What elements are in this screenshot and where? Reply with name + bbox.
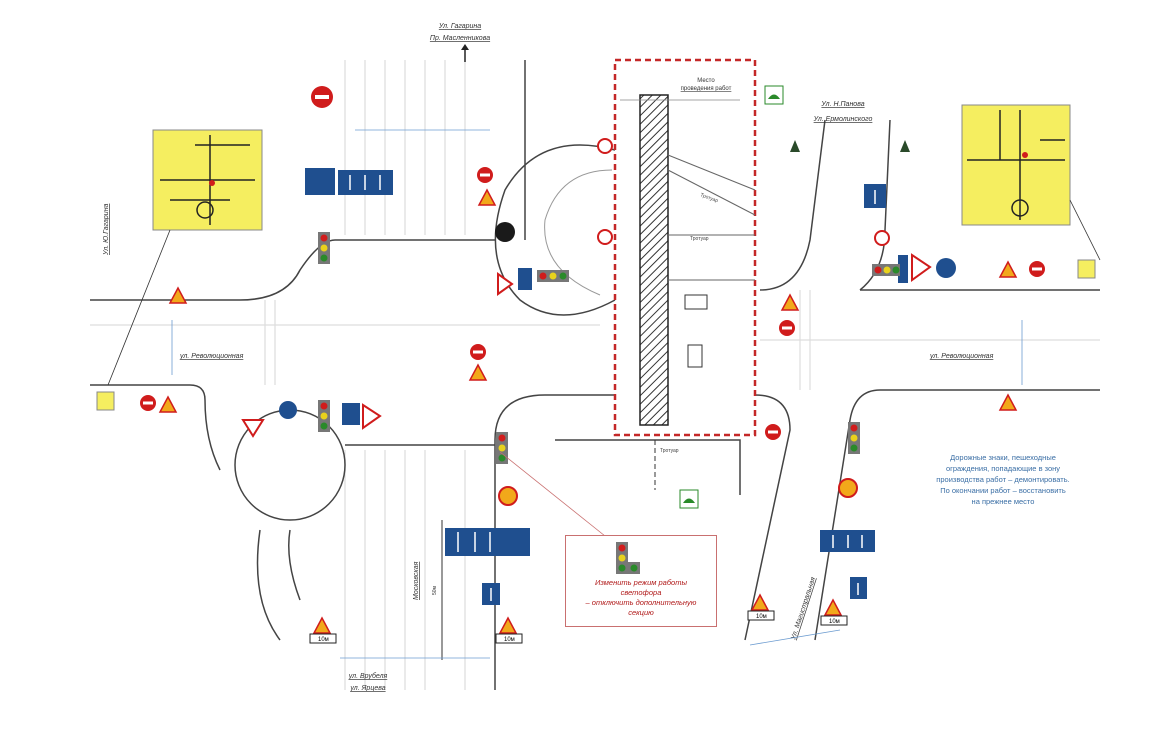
note-line: производства работ – демонтировать. bbox=[936, 475, 1070, 484]
street-label: ул. Ярцева bbox=[349, 685, 385, 692]
traffic-light-note: Изменить режим работы светофора – отключ… bbox=[565, 535, 717, 627]
inset-map-left bbox=[152, 129, 263, 231]
yield-sign bbox=[241, 253, 932, 438]
note-line: Дорожные знаки, пешеходные bbox=[950, 453, 1056, 462]
street-label: Ул. Гагарина bbox=[438, 23, 481, 30]
crosswalk-top bbox=[344, 60, 466, 235]
street-label: ул. Врубеля bbox=[348, 672, 388, 680]
green-zone-icon bbox=[679, 85, 784, 509]
crosswalk-middle bbox=[90, 290, 1100, 390]
tree-icon bbox=[790, 140, 910, 152]
work-zone-title-1: Место bbox=[697, 78, 715, 84]
note-line: ограждения, попадающие в зону bbox=[945, 464, 1061, 473]
street-label: Пр. Масленникова bbox=[430, 35, 490, 42]
street-label: Ул. Ермолинского bbox=[813, 116, 873, 123]
street-label: ул. Революционная bbox=[179, 353, 244, 360]
street-label: Московская bbox=[413, 561, 420, 600]
traffic-light-icon bbox=[616, 542, 640, 574]
note-line: Изменить режим работы bbox=[595, 578, 687, 587]
ring-road bbox=[494, 144, 616, 316]
distance-plate-text: 10м bbox=[318, 637, 329, 643]
general-note: Дорожные знаки, пешеходные ограждения, п… bbox=[918, 452, 1088, 507]
note-line: светофора bbox=[620, 588, 662, 597]
distance-plate-text: 10м bbox=[504, 637, 515, 643]
note-line: – отключить дополнительную bbox=[585, 598, 697, 607]
work-zone bbox=[613, 58, 757, 490]
note-line: По окончании работ – восстановить bbox=[940, 486, 1066, 495]
distance-plate-text: 10м bbox=[829, 619, 840, 625]
traffic-light bbox=[318, 232, 900, 464]
note-line: на прежнее место bbox=[971, 497, 1035, 506]
mandatory-direction-sign bbox=[279, 138, 956, 506]
sidewalk-label: Тротуар bbox=[699, 192, 719, 204]
sidewalk-label: Тротуар bbox=[660, 448, 679, 454]
no-entry-sign bbox=[140, 86, 1045, 440]
sidewalk-label: Тротуар bbox=[690, 236, 709, 242]
note-line: секцию bbox=[628, 608, 654, 617]
street-label: ул. Революционная bbox=[929, 353, 994, 360]
distance-plate-text: 10м bbox=[756, 614, 767, 620]
distance-plate bbox=[309, 610, 848, 644]
street-label: Ул. Н.Панова bbox=[820, 101, 864, 108]
distance-label: 50м bbox=[432, 585, 438, 595]
inset-map-right bbox=[961, 104, 1071, 226]
street-label: Ул. Магистральная bbox=[790, 576, 817, 641]
work-zone-title-2: проведения работ bbox=[681, 86, 732, 92]
street-label: Ул. Ю.Гагарина bbox=[103, 203, 110, 256]
crosswalk-bottom bbox=[344, 450, 466, 690]
road-works-sign bbox=[158, 188, 1018, 634]
